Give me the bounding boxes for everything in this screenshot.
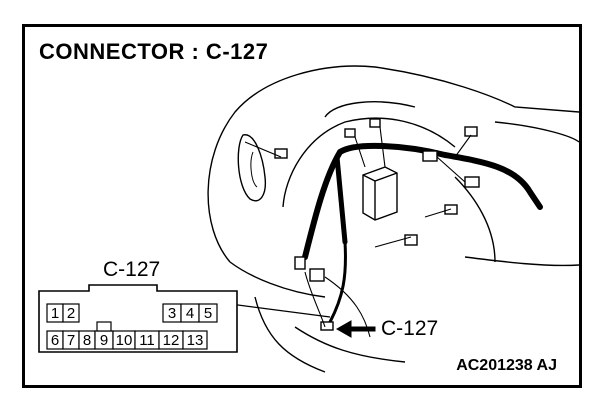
pin-label: 12	[163, 332, 180, 349]
pin-label: 6	[51, 332, 59, 349]
harness-drop	[334, 154, 348, 245]
left-vent	[237, 134, 267, 202]
pin-label: 3	[168, 305, 176, 322]
pin-label: 13	[187, 332, 204, 349]
diagram-frame: CONNECTOR : C-127	[22, 24, 582, 388]
pin-label: 1	[51, 305, 59, 322]
figure-code: AC201238 AJ	[456, 357, 557, 374]
dashboard-illustration: 1 2 3 4 5 6 7 8 9 10 11 12 13	[38, 65, 579, 373]
pin-label: 2	[67, 305, 75, 322]
pin-label: 11	[139, 332, 155, 349]
pin-label: 4	[186, 305, 194, 322]
pin-label: 7	[67, 332, 75, 349]
pin-label: 10	[116, 332, 133, 349]
dashboard-outline-upper	[207, 65, 579, 263]
diagram-title: CONNECTOR : C-127	[39, 39, 269, 64]
arrow-label: C-127	[381, 317, 439, 340]
steering-area	[282, 117, 456, 208]
pin-label: 9	[100, 332, 108, 349]
pin-label: 8	[83, 332, 91, 349]
glovebox-edge	[464, 256, 579, 267]
pointer-arrow	[335, 320, 376, 338]
connector-block	[344, 128, 356, 138]
connector-pin-diagram	[38, 284, 238, 353]
pin-label: 5	[204, 305, 212, 322]
connector-label: C-127	[103, 258, 161, 281]
main-harness	[302, 142, 543, 260]
